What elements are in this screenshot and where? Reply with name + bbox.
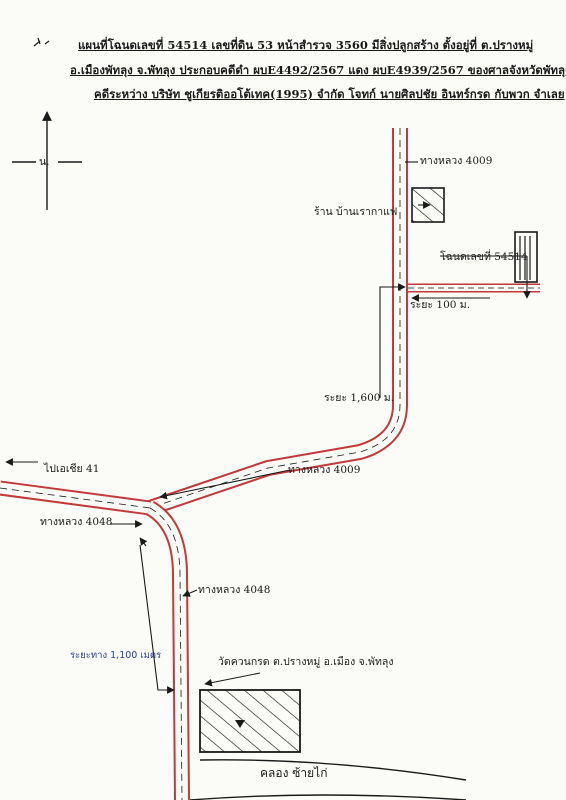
- title-line-2: อ.เมืองพัทลุง จ.พัทลุง ประกอบคดีดำ ผบE44…: [70, 63, 566, 77]
- title-line-1: แผนที่โฉนดเลขที่ 54514 เลขที่ดิน 53 หน้า…: [78, 38, 534, 52]
- north-label: น.: [39, 156, 50, 168]
- label-coffee-shop: ร้าน บ้านเรากาแฟ: [314, 206, 398, 218]
- label-road-4009-top: ทางหลวง 4009: [420, 155, 493, 167]
- wat-parcel: [199, 689, 301, 753]
- label-canal: คลอง ซ้ายไก่: [260, 766, 328, 780]
- north-arrow-icon: [12, 111, 82, 210]
- label-road-4048-left: ทางหลวง 4048: [40, 516, 113, 528]
- road-to-asia41: [0, 480, 151, 516]
- label-distance-1100m: ระยะทาง 1,100 เมตร: [70, 650, 162, 661]
- label-to-asia41: ไปเอเชีย 41: [44, 463, 100, 475]
- highway-4009: [147, 128, 408, 516]
- label-road-4048-right: ทางหลวง 4048: [198, 584, 271, 596]
- deed-parcel: [514, 231, 538, 283]
- label-distance-1600m: ระยะ 1,600 ม.: [324, 392, 395, 404]
- highway-4048: [145, 501, 190, 800]
- ink-mark: [33, 37, 50, 47]
- title-line-3: คดีระหว่าง บริษัท ชูเกียรติออโต้เทค(1995…: [94, 87, 565, 101]
- canal: [189, 759, 467, 800]
- label-wat: วัดควนกรด ต.ปรางหมู่ อ.เมือง จ.พัทลุง: [218, 656, 394, 668]
- label-distance-100m: ระยะ 100 ม.: [410, 299, 471, 311]
- label-road-4009-mid: ทางหลวง 4009: [288, 464, 361, 476]
- label-deed: โฉนดเลขที่ 54514: [440, 251, 528, 263]
- leader-arrows: [5, 161, 531, 694]
